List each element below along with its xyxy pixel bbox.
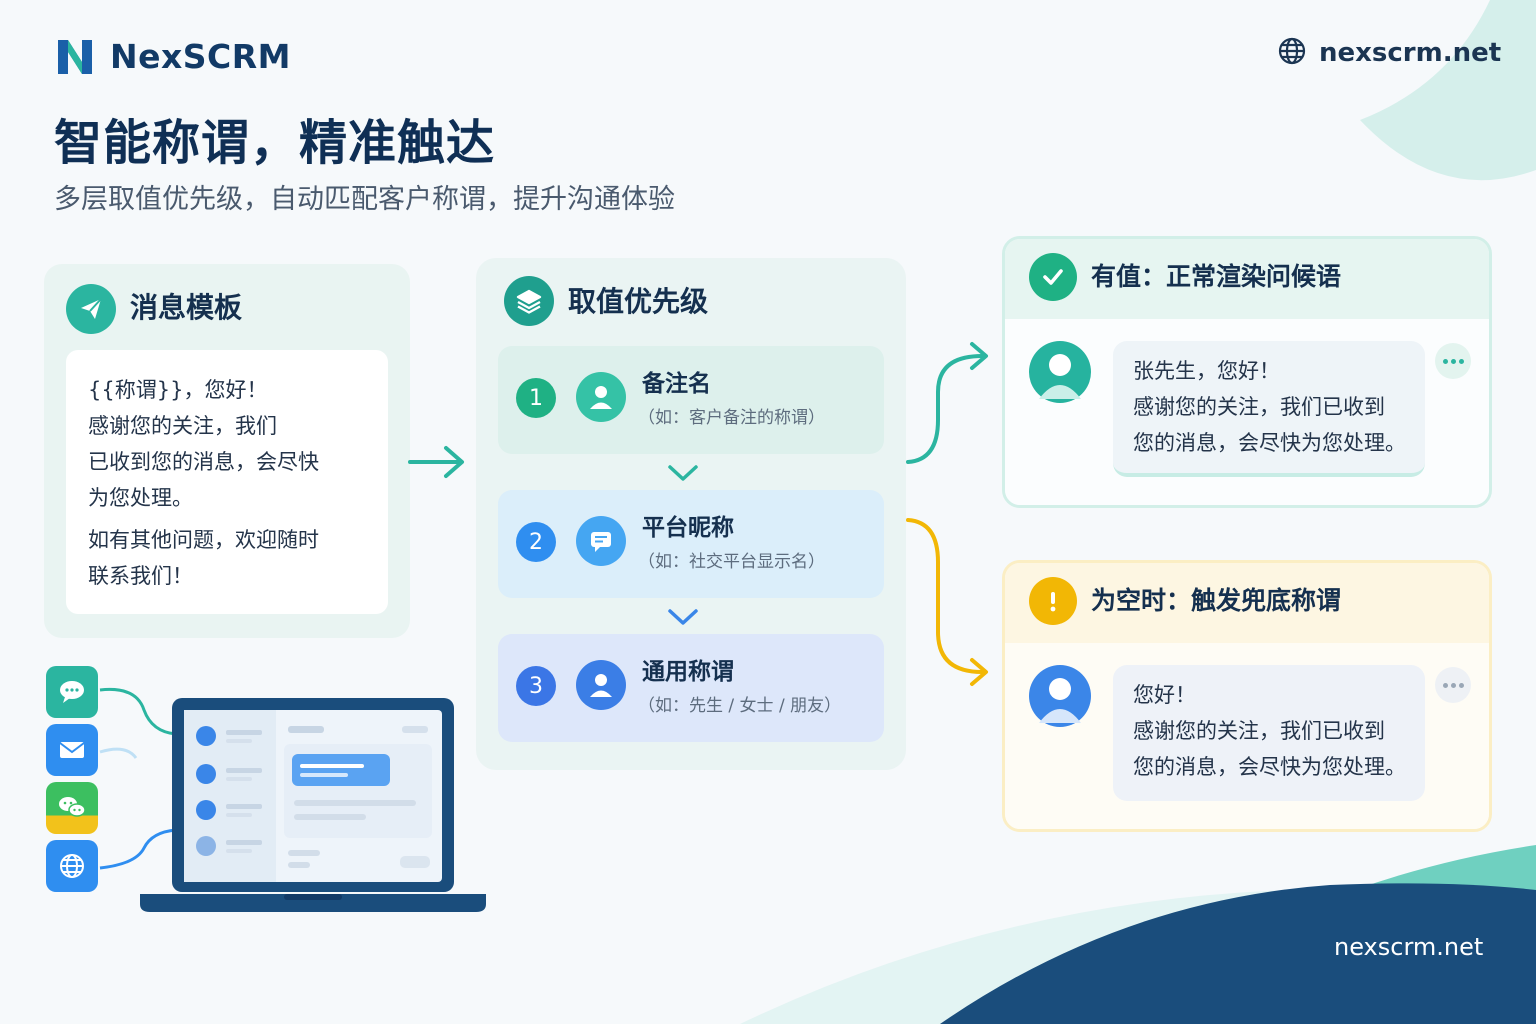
template-line: 已收到您的消息，会尽快	[88, 450, 319, 474]
mail-icon[interactable]	[46, 724, 98, 776]
greeting-bubble: 张先生，您好！ 感谢您的关注，我们已收到 您的消息，会尽快为您处理。	[1113, 341, 1425, 477]
priority-panel-title: 取值优先级	[568, 285, 709, 318]
chat-icon	[576, 516, 626, 566]
priority-title: 备注名	[642, 371, 711, 397]
priority-number: 2	[516, 522, 556, 562]
site-link-top[interactable]: nexscrm.net	[1277, 36, 1501, 70]
priority-number: 1	[516, 378, 556, 418]
template-line: 为您处理。	[88, 486, 193, 510]
greeting-line: 感谢您的关注，我们已收到	[1133, 719, 1385, 743]
layers-icon	[504, 276, 554, 326]
priority-number: 3	[516, 666, 556, 706]
site-url-footer[interactable]: nexscrm.net	[1334, 933, 1484, 961]
globe-icon[interactable]	[46, 840, 98, 892]
template-line: 如有其他问题，欢迎随时	[88, 528, 319, 552]
template-card: {{称谓}}，您好！ 感谢您的关注，我们 已收到您的消息，会尽快 为您处理。 如…	[66, 350, 388, 614]
site-url: nexscrm.net	[1319, 38, 1502, 68]
more-icon[interactable]	[1435, 667, 1471, 703]
check-icon	[1029, 253, 1077, 301]
globe-icon	[1277, 36, 1307, 70]
connector-empty	[906, 518, 988, 686]
greeting-line: 感谢您的关注，我们已收到	[1133, 395, 1385, 419]
priority-item-2: 2 平台昵称 （如：社交平台显示名）	[498, 490, 884, 598]
greeting-line: 您的消息，会尽快为您处理。	[1133, 755, 1406, 779]
priority-hint: （如：社交平台显示名）	[638, 552, 825, 572]
template-panel-title: 消息模板	[130, 291, 243, 324]
greeting-line: 张先生，您好！	[1133, 359, 1280, 383]
wechat-icon[interactable]	[46, 782, 98, 834]
brand-name: NexSCRM	[110, 37, 292, 76]
warning-icon	[1029, 577, 1077, 625]
brand-logo	[54, 36, 96, 78]
chevron-down-icon	[668, 465, 698, 481]
page-title: 智能称谓，精准触达	[54, 115, 496, 171]
greeting-bubble: 您好！ 感谢您的关注，我们已收到 您的消息，会尽快为您处理。	[1113, 665, 1425, 801]
avatar	[1029, 341, 1091, 403]
priority-title: 平台昵称	[642, 515, 734, 541]
greeting-line: 您的消息，会尽快为您处理。	[1133, 431, 1406, 455]
send-icon	[66, 284, 116, 334]
result-empty-title: 为空时：触发兜底称谓	[1091, 586, 1342, 615]
connector-has-value	[906, 342, 988, 464]
result-empty-panel: 为空时：触发兜底称谓 您好！ 感谢您的关注，我们已收到 您的消息，会尽快为您处理…	[1002, 560, 1492, 832]
chevron-down-icon	[668, 609, 698, 625]
arrow-right-icon	[408, 446, 464, 478]
template-line: 联系我们！	[88, 564, 193, 588]
laptop-illustration	[140, 698, 486, 912]
priority-hint: （如：先生 / 女士 / 朋友）	[638, 696, 842, 716]
template-line: {{称谓}}，您好！	[88, 378, 268, 402]
priority-item-3: 3 通用称谓 （如：先生 / 女士 / 朋友）	[498, 634, 884, 742]
more-icon[interactable]	[1435, 343, 1471, 379]
page-subtitle: 多层取值优先级，自动匹配客户称谓，提升沟通体验	[54, 184, 675, 215]
priority-item-1: 1 备注名 （如：客户备注的称谓）	[498, 346, 884, 454]
result-has-value-title: 有值：正常渲染问候语	[1091, 262, 1342, 291]
template-line: 感谢您的关注，我们	[88, 414, 277, 438]
priority-hint: （如：客户备注的称谓）	[638, 408, 825, 428]
priority-title: 通用称谓	[642, 659, 734, 685]
result-has-value-panel: 有值：正常渲染问候语 张先生，您好！ 感谢您的关注，我们已收到 您的消息，会尽快…	[1002, 236, 1492, 508]
user-icon	[576, 660, 626, 710]
greeting-line: 您好！	[1133, 683, 1196, 707]
chat-icon[interactable]	[46, 666, 98, 718]
user-icon	[576, 372, 626, 422]
avatar	[1029, 665, 1091, 727]
